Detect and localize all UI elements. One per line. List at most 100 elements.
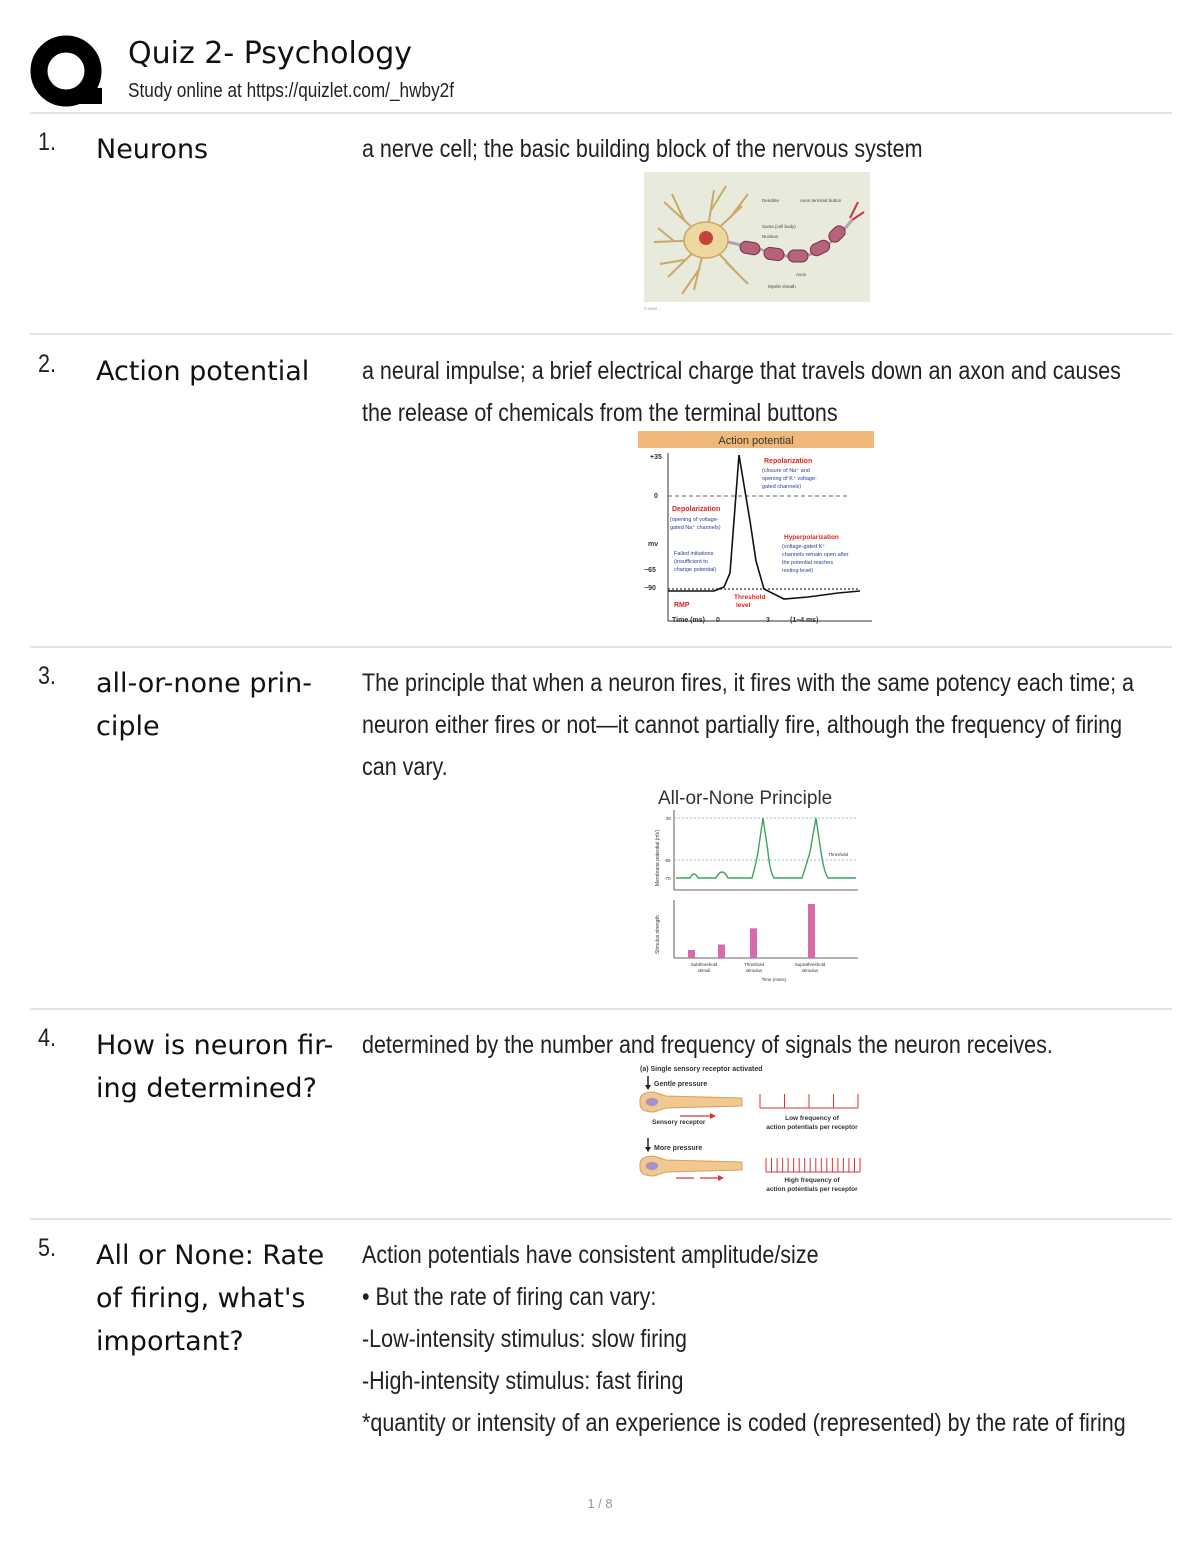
receptor-bottom (639, 1155, 743, 1181)
svg-text:3: 3 (766, 617, 770, 624)
nucleus (699, 231, 713, 245)
term-line: Neurons (96, 134, 209, 165)
svg-text:stimuli: stimuli (698, 968, 711, 973)
neuron-labels: Dendrite Axon terminal button Soma (cell… (762, 198, 842, 289)
y-tick-labels: +35 0 mv −65 −90 (644, 454, 662, 592)
svg-text:(insufficient to: (insufficient to (674, 559, 708, 565)
repolarization-desc: (closure of Na⁺ and opening of K⁺ voltag… (762, 467, 817, 490)
stimulus-bar (688, 949, 695, 958)
svg-text:Soma (cell body): Soma (cell body) (762, 224, 796, 229)
down-arrow-icon (645, 1147, 651, 1152)
card-definition: a neural impulse; a brief electrical cha… (362, 350, 1162, 434)
svg-text:stimulus: stimulus (802, 968, 819, 973)
figure-title: Action potential (718, 435, 793, 447)
y-label-bottom: Stimulus strength (655, 915, 661, 954)
threshold-label: Threshold level (734, 594, 765, 609)
low-frequency-spikes (759, 1094, 859, 1109)
term-line: important? (96, 1326, 244, 1357)
svg-text:change potential): change potential) (674, 567, 716, 573)
low-frequency-label: Low frequency of action potentials per r… (766, 1115, 858, 1131)
svg-text:Nucleus: Nucleus (762, 234, 779, 239)
svg-text:Threshold: Threshold (744, 962, 765, 967)
card-term: All or None: Rate of firing, what's impo… (96, 1234, 354, 1363)
definition-line: the release of chemicals from the termin… (362, 399, 838, 427)
quizlet-logo-icon (30, 35, 102, 107)
term-line: All or None: Rate (96, 1240, 325, 1271)
card-number: 5. (38, 1234, 56, 1262)
svg-text:(voltage-gated K⁺: (voltage-gated K⁺ (782, 543, 825, 550)
svg-text:gated channels): gated channels) (762, 484, 801, 490)
receptor-frequency-figure: (a) Single sensory receptor activated Ge… (639, 1066, 861, 1193)
card-term: How is neuron fir- ing determined? (96, 1024, 354, 1110)
svg-text:the potential reaches: the potential reaches (782, 560, 833, 566)
panel-label: (a) Single sensory receptor activated (640, 1066, 763, 1073)
term-line: ciple (96, 711, 160, 742)
stimulus-panel: Stimulus strength Subthreshold stimuli T… (655, 900, 858, 982)
svg-text:level: level (736, 602, 751, 609)
svg-text:(closure of Na⁺ and: (closure of Na⁺ and (762, 467, 810, 474)
definition-line: • But the rate of firing can vary: (362, 1283, 657, 1311)
membrane-trace (676, 817, 856, 879)
card-definition: The principle that when a neuron fires, … (362, 662, 1162, 788)
figure-title: All-or-None Principle (658, 788, 832, 809)
card-definition: determined by the number and frequency o… (362, 1024, 1162, 1066)
svg-text:gated Na⁺ channels): gated Na⁺ channels) (670, 524, 721, 531)
depolarization-label: Depolarization (672, 506, 720, 513)
definition-line: a nerve cell; the basic building block o… (362, 135, 923, 163)
definition-line: *quantity or intensity of an experience … (362, 1409, 1126, 1437)
svg-text:Axon terminal button: Axon terminal button (800, 198, 842, 203)
svg-text:mv: mv (648, 541, 658, 548)
page-number: 1 / 8 (587, 1496, 613, 1511)
svg-text:Low frequency of: Low frequency of (785, 1115, 840, 1122)
figure-background (638, 431, 874, 627)
svg-text:(1–4 ms): (1–4 ms) (790, 617, 818, 624)
svg-text:Time (ms): Time (ms) (672, 617, 705, 624)
stimulus-bar (808, 904, 815, 958)
dendrites (653, 185, 749, 295)
svg-text:Subthreshold: Subthreshold (691, 962, 718, 967)
y-tick-labels: 30 -55 -70 (664, 816, 672, 881)
high-frequency-label: High frequency of action potentials per … (766, 1177, 858, 1193)
card-term: Neurons (96, 128, 354, 171)
svg-text:30: 30 (666, 816, 672, 821)
study-link[interactable]: Study online at https://quizlet.com/_hwb… (128, 80, 455, 102)
svg-text:Axon: Axon (796, 272, 807, 277)
svg-text:Failed initiations: Failed initiations (674, 551, 714, 557)
action-potential-trace (668, 454, 861, 600)
svg-text:0: 0 (654, 493, 658, 500)
svg-text:Time (msec): Time (msec) (762, 977, 787, 982)
action-potential-figure: Action potential +35 0 mv −65 −90 Repola… (638, 431, 874, 627)
y-label-top: Membrane potential (mV) (655, 829, 661, 886)
svg-text:Threshold: Threshold (734, 594, 765, 601)
card-definition: a nerve cell; the basic building block o… (362, 128, 1162, 170)
definition-line: Action potentials have consistent amplit… (362, 1241, 819, 1269)
card-number: 2. (38, 350, 56, 378)
spike-train (759, 1094, 859, 1109)
definition-line: a neural impulse; a brief electrical cha… (362, 357, 1121, 385)
card-definition: Action potentials have consistent amplit… (362, 1234, 1162, 1444)
term-line: Action potential (96, 356, 310, 387)
stimulus-bar (718, 944, 725, 958)
failed-initiations: Failed initiations (insufficient to chan… (674, 551, 716, 573)
svg-text:(opening of voltage-: (opening of voltage- (670, 517, 719, 523)
card-number: 3. (38, 662, 56, 690)
divider (30, 112, 1172, 114)
svg-text:High frequency of: High frequency of (784, 1177, 840, 1184)
x-tick-labels: Time (ms) 0 3 (1–4 ms) (672, 617, 818, 624)
down-arrow-icon (645, 1085, 651, 1090)
gentle-pressure-label: Gentle pressure (654, 1081, 707, 1088)
page-header: Quiz 2- Psychology Study online at https… (30, 30, 1172, 112)
depolarization-desc: (opening of voltage- gated Na⁺ channels) (670, 517, 721, 531)
svg-text:stimulus: stimulus (746, 968, 763, 973)
term-line: all-or-none prin- (96, 668, 312, 699)
svg-text:0: 0 (716, 617, 720, 624)
svg-text:-55: -55 (664, 858, 671, 863)
x-group-labels: Subthreshold stimuli Threshold stimulus … (691, 962, 826, 982)
more-pressure-label: More pressure (654, 1145, 702, 1152)
divider (30, 646, 1172, 648)
receptor-label: Sensory receptor (652, 1119, 706, 1126)
divider (30, 1008, 1172, 1010)
rmp-label: RMP (674, 602, 690, 609)
card-number: 4. (38, 1024, 56, 1052)
svg-text:channels remain open after: channels remain open after (782, 552, 849, 558)
